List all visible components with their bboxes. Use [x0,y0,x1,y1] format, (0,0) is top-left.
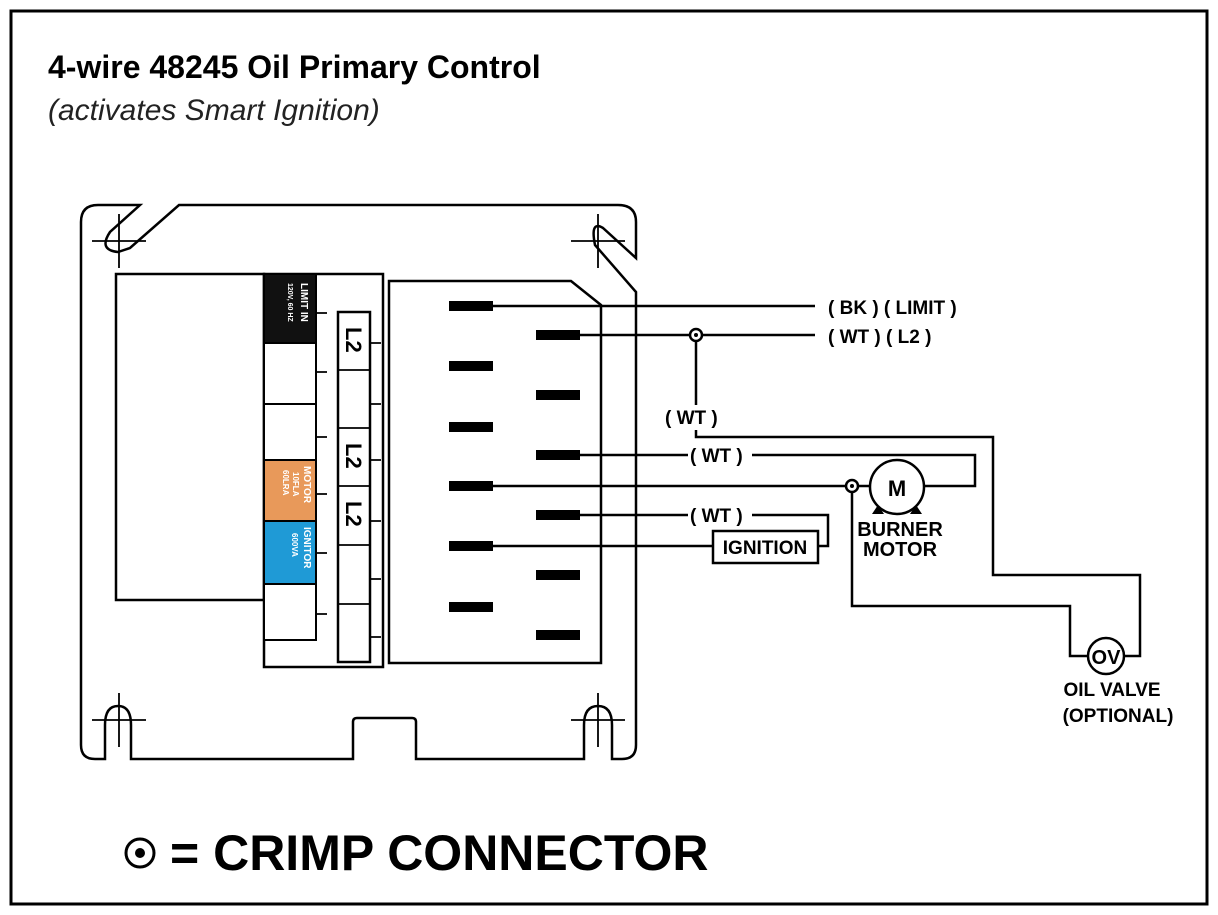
oil-valve-optional-label: (OPTIONAL) [1063,706,1174,727]
wire-label-wt: ( WT ) [690,446,743,467]
control-housing [79,203,638,761]
wire-label-l2: ( WT ) ( L2 ) [828,327,931,348]
oil-valve-label: OIL VALVE [1063,680,1160,701]
diagram-subtitle: (activates Smart Ignition) [48,94,380,127]
terminal-blank [263,403,317,461]
wire-label-limit: ( BK ) ( LIMIT ) [828,298,957,319]
frame [9,9,1209,906]
terminal-blank [263,583,317,641]
wires [493,304,1142,658]
terminal-blank [263,342,317,405]
wire-oil-valve-hot [850,486,1088,658]
wire-label-wt: ( WT ) [690,506,743,527]
wire-ignition-neutral [580,513,830,548]
l2-column: L2 L2 L2 [336,310,381,664]
relay-block [387,279,603,665]
ignition-label: IGNITION [723,538,807,559]
terminal-column: LIMIT IN 120V, 60 HZ MOTOR 10FLA 60LRA I… [263,273,327,641]
oil-valve-icon [1086,636,1126,676]
burner-motor-icon [868,458,926,516]
motor-label: BURNER [857,519,943,541]
terminal-label-motor: MOTOR [301,466,312,504]
terminal-sub-limit: 120V, 60 HZ [286,283,293,322]
terminal-sub-ignitor: 600VA [290,533,299,557]
terminal-label-limit: LIMIT IN [298,283,309,322]
wire-motor-neutral [580,453,977,488]
terminal-sub-motor: 10FLA [291,472,300,497]
terminal-sub2-motor: 60LRA [281,470,290,496]
l2-label: L2 [341,443,366,469]
legend-text: = CRIMP CONNECTOR [170,825,709,881]
diagram-title: 4-wire 48245 Oil Primary Control [48,49,541,85]
crimp-connector-icon [688,327,704,343]
oil-valve-symbol: OV [1092,647,1122,669]
l2-label: L2 [341,501,366,527]
motor-label: MOTOR [863,539,938,561]
terminal-limit-in [263,273,317,344]
relay-terminals [449,301,580,640]
ignition-box [711,529,820,565]
mounting-crosshairs [92,214,625,747]
crimp-connector-icon [844,478,860,494]
crimp-connector-icon [124,837,156,869]
motor-symbol: M [888,476,906,501]
terminal-label-ignitor: IGNITOR [301,527,312,569]
l2-label: L2 [341,327,366,353]
wire-l2-oil-valve [694,335,1142,658]
wire-label-wt: ( WT ) [665,408,718,429]
